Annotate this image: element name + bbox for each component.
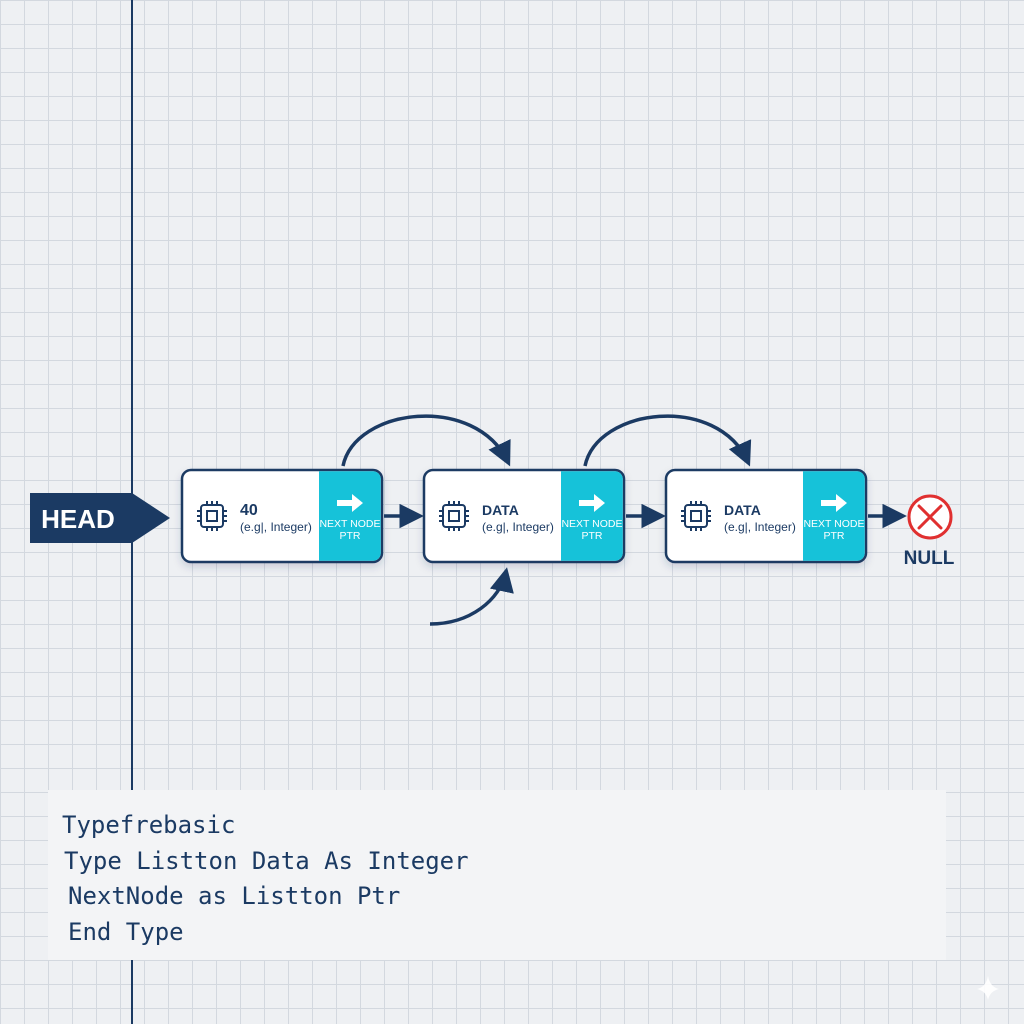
list-node: DATA (e.g|, Integer) NEXT NODE PTR bbox=[422, 468, 626, 564]
curved-link-arrow bbox=[341, 414, 511, 467]
node-pointer-cell bbox=[319, 471, 381, 561]
node-pointer-label: NEXT NODE bbox=[561, 518, 622, 530]
arrow-right-icon bbox=[337, 494, 363, 512]
chip-icon bbox=[439, 501, 469, 531]
node-data-hint: (e.g|, Integer) bbox=[240, 520, 312, 534]
chip-icon bbox=[681, 501, 711, 531]
node-pointer-cell bbox=[561, 471, 623, 561]
list-node: DATA (e.g|, Integer) NEXT NODE PTR bbox=[664, 468, 868, 564]
node-pointer-label: NEXT NODE bbox=[803, 518, 864, 530]
head-arrow-shape bbox=[30, 493, 170, 543]
node-pointer-label-line2: PTR bbox=[582, 530, 603, 542]
node-data-value: DATA bbox=[482, 502, 519, 518]
head-label: HEAD bbox=[41, 504, 115, 534]
null-x-icon bbox=[907, 494, 953, 540]
node-pointer-label: NEXT NODE bbox=[319, 518, 380, 530]
chip-icon bbox=[197, 501, 227, 531]
code-line: Type Listton Data As Integer bbox=[64, 847, 469, 875]
incoming-link-arrow bbox=[429, 567, 514, 626]
node-data-hint: (e.g|, Integer) bbox=[724, 520, 796, 534]
node-pointer-cell bbox=[803, 471, 865, 561]
node-pointer-label-line2: PTR bbox=[340, 530, 361, 542]
code-panel bbox=[48, 790, 946, 960]
null-label: NULL bbox=[904, 548, 955, 569]
arrow-right-icon bbox=[579, 494, 605, 512]
node-data-value: DATA bbox=[724, 502, 761, 518]
sparkle-icon bbox=[977, 976, 999, 1000]
node-data-value: 40 bbox=[240, 502, 258, 519]
list-node: 40 (e.g|, Integer) NEXT NODE PTR bbox=[180, 468, 384, 564]
code-line: End Type bbox=[68, 918, 184, 946]
arrow-right-icon bbox=[821, 494, 847, 512]
code-line: Typefrebasic bbox=[62, 811, 235, 839]
head-pointer: HEAD bbox=[30, 493, 170, 543]
node-data-hint: (e.g|, Integer) bbox=[482, 520, 554, 534]
node-pointer-label-line2: PTR bbox=[824, 530, 845, 542]
code-line: NextNode as Listton Ptr bbox=[68, 882, 400, 910]
curved-link-arrow bbox=[583, 414, 752, 467]
